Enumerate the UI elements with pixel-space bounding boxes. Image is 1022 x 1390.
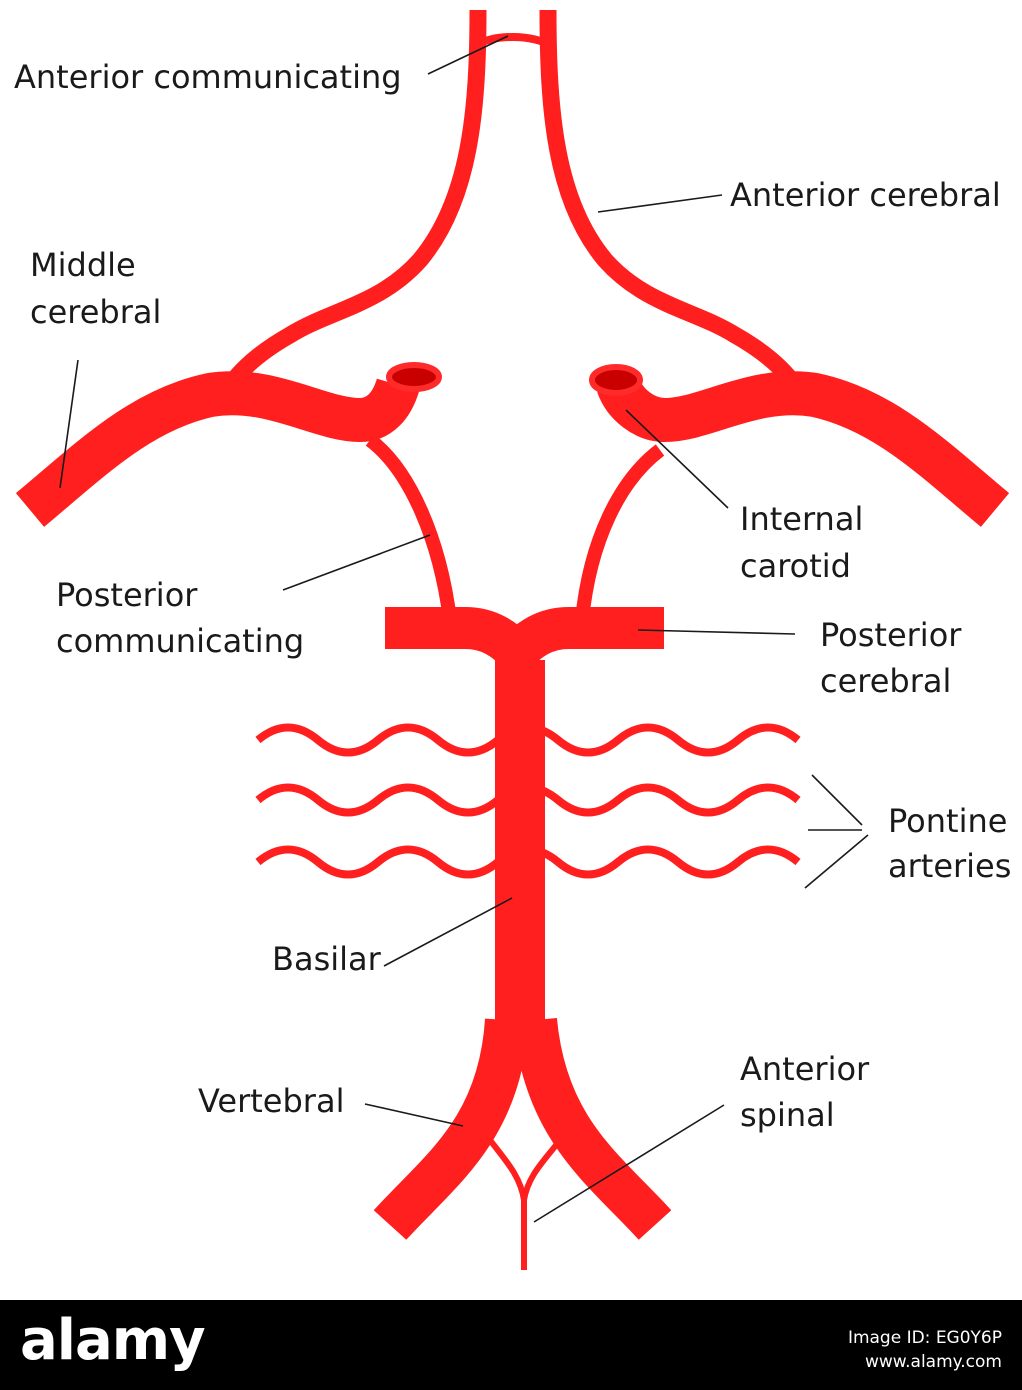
leader-anterior-spinal xyxy=(533,1104,725,1223)
leader-anterior-communicating xyxy=(427,35,509,75)
leader-pontine-1 xyxy=(811,774,863,826)
label-internal-carotid-1: Internal xyxy=(740,500,863,538)
label-middle-cerebral-1: Middle xyxy=(30,246,136,284)
footer-url-text: www.alamy.com xyxy=(864,1352,1002,1372)
watermark-footer: alamy Image ID: EG0Y6P www.alamy.com xyxy=(0,1300,1022,1390)
leader-internal-carotid xyxy=(625,409,729,509)
label-anterior-cerebral: Anterior cerebral xyxy=(730,176,1001,214)
leader-pontine-3 xyxy=(804,834,869,889)
footer-meta: Image ID: EG0Y6P www.alamy.com xyxy=(848,1326,1002,1374)
anterior-spinal-artery xyxy=(487,1138,563,1270)
label-middle-cerebral-2: cerebral xyxy=(30,293,161,331)
posterior-communicating-artery-left xyxy=(365,434,457,621)
anterior-communicating-artery xyxy=(473,33,553,50)
label-posterior-cerebral-2: cerebral xyxy=(820,662,951,700)
leader-lines xyxy=(59,35,869,1223)
anterior-cerebral-artery-right xyxy=(539,9,805,393)
label-anterior-communicating: Anterior communicating xyxy=(14,58,402,96)
artery-network xyxy=(15,9,1010,1270)
label-internal-carotid-2: carotid xyxy=(740,547,851,585)
leader-basilar xyxy=(383,897,513,967)
label-posterior-communicating-1: Posterior xyxy=(56,576,198,614)
label-anterior-spinal-1: Anterior xyxy=(740,1050,870,1088)
internal-carotid-right-stump xyxy=(589,364,643,396)
label-basilar: Basilar xyxy=(272,940,382,978)
leader-anterior-cerebral xyxy=(597,194,723,213)
labels: Anterior communicating Anterior cerebral… xyxy=(14,58,1011,1134)
leader-middle-cerebral xyxy=(59,359,79,489)
middle-cerebral-artery-right xyxy=(597,371,1010,527)
circle-of-willis-diagram: Anterior communicating Anterior cerebral… xyxy=(14,9,1011,1270)
posterior-cerebral-artery xyxy=(385,607,664,673)
label-posterior-communicating-2: communicating xyxy=(56,622,304,660)
leader-vertebral xyxy=(364,1103,464,1127)
label-pontine-arteries-2: arteries xyxy=(888,847,1011,885)
alamy-logo: alamy xyxy=(20,1308,206,1373)
middle-cerebral-artery-left xyxy=(15,371,420,527)
label-vertebral: Vertebral xyxy=(198,1082,344,1120)
label-posterior-cerebral-1: Posterior xyxy=(820,616,962,654)
leader-posterior-communicating xyxy=(282,534,431,591)
internal-carotid-left-stump xyxy=(386,362,442,392)
anterior-cerebral-artery-left xyxy=(220,9,487,393)
vertebral-artery-left xyxy=(373,1018,529,1240)
vertebral-artery-right xyxy=(513,1017,672,1240)
label-anterior-spinal-2: spinal xyxy=(740,1096,835,1134)
posterior-communicating-artery-right xyxy=(575,444,665,621)
image-id-text: Image ID: EG0Y6P xyxy=(847,1328,1002,1348)
leader-posterior-cerebral xyxy=(637,629,796,635)
label-pontine-arteries-1: Pontine xyxy=(888,802,1007,840)
